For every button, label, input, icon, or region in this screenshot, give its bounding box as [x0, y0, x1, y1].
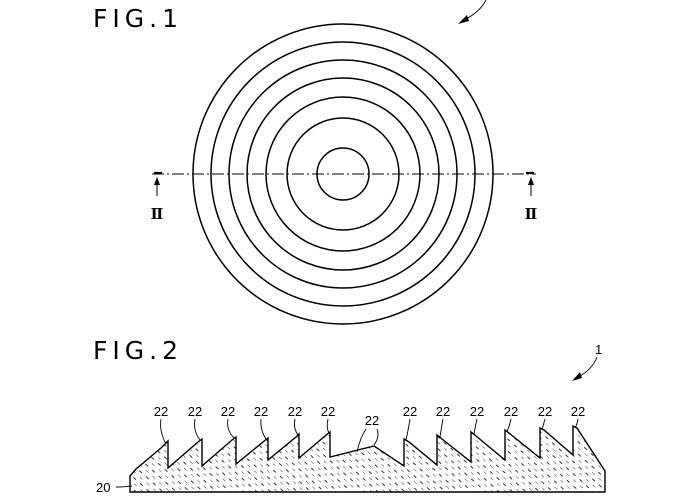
- fig1-title: FIG.1: [93, 4, 183, 33]
- prism-label: 22: [571, 404, 585, 419]
- prism-label: 22: [403, 404, 417, 419]
- prism-label: 22: [504, 404, 518, 419]
- prism-cross-section: [129, 424, 606, 493]
- prism-label: 22: [221, 404, 235, 419]
- fig1-reference-arrow: [458, 0, 487, 24]
- section-marker-right: Ⅱ: [525, 171, 538, 223]
- fig2-title: FIG.2: [93, 336, 183, 365]
- section-mark-left: Ⅱ: [151, 205, 164, 223]
- ref-label-base: 20: [96, 480, 110, 495]
- prism-label: 22: [436, 404, 450, 419]
- prism-label: 22: [288, 404, 302, 419]
- section-mark-right: Ⅱ: [525, 205, 538, 223]
- prism-labels: 22 22 22 22 22 22 22 22 22 22 22 22 22: [154, 404, 585, 428]
- prism-label: 22: [188, 404, 202, 419]
- arrow-up-icon: [154, 177, 160, 185]
- prism-label: 22: [470, 404, 484, 419]
- base-leader-line: [115, 485, 133, 488]
- element-reference-arrow: [572, 356, 598, 381]
- prism-leader-lines: [160, 418, 579, 453]
- prism-label: 22: [254, 404, 268, 419]
- section-marker-left: Ⅱ: [151, 171, 164, 223]
- prism-label: 22: [538, 404, 552, 419]
- ref-label-element: 1: [595, 342, 602, 357]
- prism-label-center: 22: [365, 413, 379, 428]
- prism-label: 22: [321, 404, 335, 419]
- arrow-up-icon: [528, 177, 534, 185]
- prism-label: 22: [154, 404, 168, 419]
